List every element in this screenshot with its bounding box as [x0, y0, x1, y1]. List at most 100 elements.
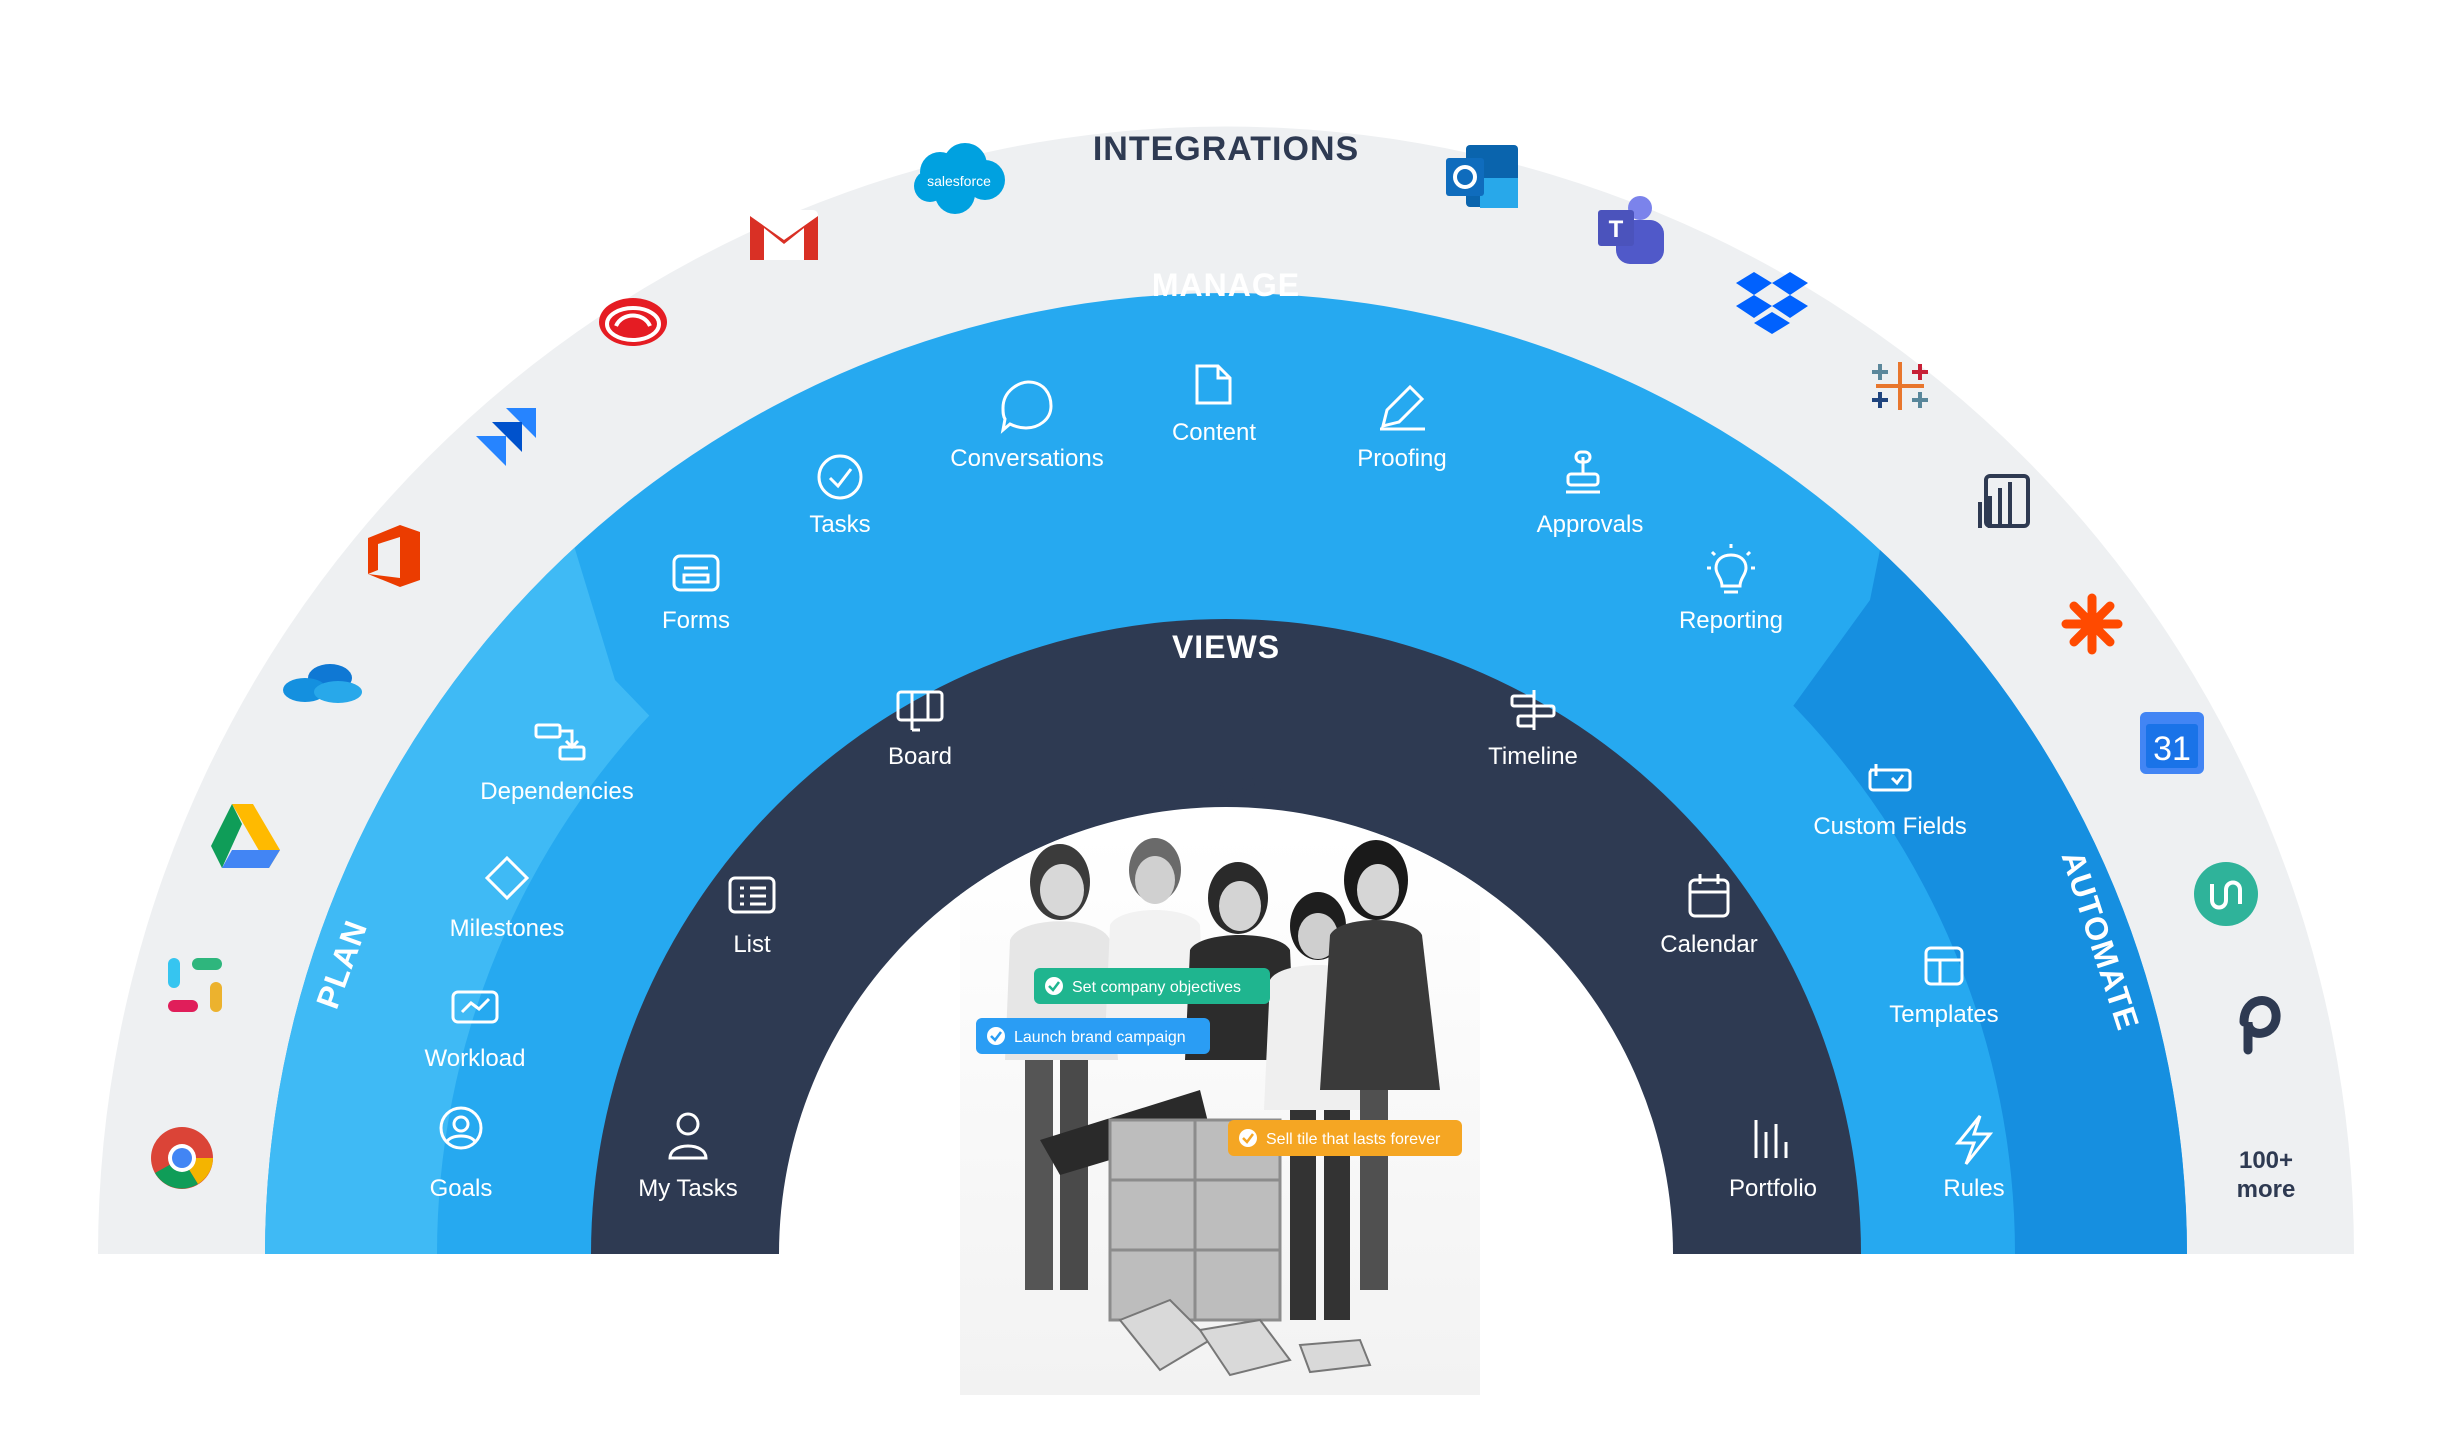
svg-text:T: T	[1609, 216, 1624, 243]
manage-item-conversations[interactable]: Conversations	[950, 380, 1104, 472]
goals-label: Goals	[430, 1175, 493, 1202]
views-item-portfolio[interactable]: Portfolio	[1729, 1120, 1817, 1202]
google-drive-icon[interactable]	[211, 804, 280, 868]
chat-bubble-icon	[1000, 380, 1053, 434]
person-icon	[668, 1112, 708, 1160]
portfolio-label: Portfolio	[1729, 1175, 1817, 1202]
tiles	[1118, 1298, 1372, 1377]
conversations-label: Conversations	[950, 445, 1103, 472]
manage-item-forms[interactable]: Forms	[662, 554, 730, 634]
manage-item-proofing[interactable]: Proofing	[1357, 384, 1447, 472]
calendar-day: 31	[2153, 730, 2191, 768]
content-label: Content	[1172, 419, 1256, 446]
upwork-icon[interactable]	[2194, 862, 2258, 926]
google-calendar-icon[interactable]: 31	[2140, 712, 2204, 774]
document-icon	[1195, 364, 1232, 405]
more-count-label: 100+	[2239, 1147, 2293, 1174]
my-tasks-label: My Tasks	[638, 1175, 738, 1202]
plan-item-workload[interactable]: Workload	[425, 990, 526, 1072]
outlook-icon[interactable]	[1446, 145, 1518, 208]
onedrive-icon[interactable]	[283, 664, 362, 703]
goal-person-icon	[439, 1106, 483, 1150]
manage-title: MANAGE	[1152, 267, 1300, 303]
manage-item-content[interactable]: Content	[1172, 364, 1256, 446]
check-icon	[1048, 981, 1060, 992]
automate-item-rules[interactable]: Rules	[1943, 1115, 2005, 1202]
views-item-board[interactable]: Board	[888, 690, 952, 770]
manage-item-tasks[interactable]: Tasks	[809, 454, 871, 538]
office-icon[interactable]	[368, 525, 420, 587]
zapier-icon[interactable]	[2061, 593, 2123, 655]
diamond-icon	[484, 855, 530, 901]
salesforce-icon[interactable]: salesforce	[914, 143, 1005, 214]
more-integrations-label[interactable]: 100+ more	[2237, 1147, 2296, 1203]
manage-item-reporting[interactable]: Reporting	[1679, 544, 1783, 634]
workload-label: Workload	[425, 1045, 526, 1072]
forms-icon	[672, 554, 720, 592]
proofing-label: Proofing	[1357, 445, 1446, 472]
dropbox-icon[interactable]	[1736, 272, 1808, 334]
board-icon	[896, 690, 944, 732]
team-photo	[960, 835, 1480, 1395]
views-item-list[interactable]: List	[728, 876, 776, 958]
reporting-label: Reporting	[1679, 607, 1783, 634]
workload-chart-icon	[451, 990, 499, 1024]
views-item-timeline[interactable]: Timeline	[1488, 690, 1578, 770]
list-icon	[728, 876, 776, 914]
views-item-my-tasks[interactable]: My Tasks	[638, 1112, 738, 1202]
dependencies-label: Dependencies	[480, 778, 633, 805]
templates-label: Templates	[1889, 1001, 1998, 1028]
check-icon	[990, 1031, 1002, 1042]
timeline-label: Timeline	[1488, 743, 1578, 770]
calendar-label: Calendar	[1660, 931, 1757, 958]
check-icon	[1242, 1133, 1254, 1144]
list-label: List	[733, 931, 771, 958]
lightbulb-icon	[1707, 544, 1755, 594]
lightning-icon	[1954, 1115, 1994, 1165]
pen-icon	[1380, 384, 1425, 431]
template-icon	[1924, 946, 1964, 986]
forms-label: Forms	[662, 607, 730, 634]
manage-item-approvals[interactable]: Approvals	[1537, 450, 1644, 538]
task-chip-label: Launch brand campaign	[1014, 1029, 1186, 1046]
custom-fields-icon	[1868, 764, 1912, 792]
check-circle-icon	[817, 454, 863, 500]
task-chip-campaign[interactable]: Launch brand campaign	[976, 1018, 1210, 1054]
gmail-icon[interactable]	[750, 210, 818, 260]
automate-item-templates[interactable]: Templates	[1889, 946, 1999, 1028]
milestones-label: Milestones	[450, 915, 565, 942]
views-title: VIEWS	[1172, 629, 1280, 665]
tasks-label: Tasks	[809, 511, 870, 538]
board-label: Board	[888, 743, 952, 770]
integrations-title: INTEGRATIONS	[1093, 130, 1359, 168]
task-chip-label: Set company objectives	[1072, 979, 1241, 996]
task-chip-label: Sell tile that lasts forever	[1266, 1131, 1441, 1148]
jira-icon[interactable]	[476, 408, 536, 466]
plan-item-milestones[interactable]: Milestones	[450, 855, 565, 942]
plan-item-dependencies[interactable]: Dependencies	[480, 723, 634, 805]
timeline-icon	[1510, 690, 1556, 730]
more-text-label: more	[2237, 1176, 2296, 1203]
creative-cloud-icon[interactable]	[599, 298, 667, 346]
plan-item-goals[interactable]: Goals	[430, 1106, 493, 1202]
teams-icon[interactable]: T	[1598, 196, 1664, 264]
opsgenie-icon[interactable]	[2239, 996, 2281, 1055]
bar-chart-icon	[1754, 1120, 1788, 1158]
automate-item-custom-fields[interactable]: Custom Fields	[1813, 764, 1967, 840]
teams-title: TEAMS	[1168, 771, 1285, 807]
stamp-icon	[1566, 450, 1600, 494]
task-chip-objectives[interactable]: Set company objectives	[1034, 968, 1270, 1004]
slack-icon[interactable]	[168, 958, 222, 1012]
chrome-icon[interactable]	[151, 1127, 213, 1189]
rules-label: Rules	[1943, 1175, 2004, 1202]
salesforce-text: salesforce	[927, 173, 991, 189]
tableau-icon[interactable]	[1872, 362, 1928, 410]
views-item-calendar[interactable]: Calendar	[1660, 874, 1758, 958]
power-bi-icon[interactable]	[1978, 474, 2030, 528]
custom-fields-label: Custom Fields	[1813, 813, 1966, 840]
calendar-icon	[1688, 874, 1730, 918]
dependencies-icon	[534, 723, 586, 761]
task-chip-tile[interactable]: Sell tile that lasts forever	[1228, 1120, 1462, 1156]
